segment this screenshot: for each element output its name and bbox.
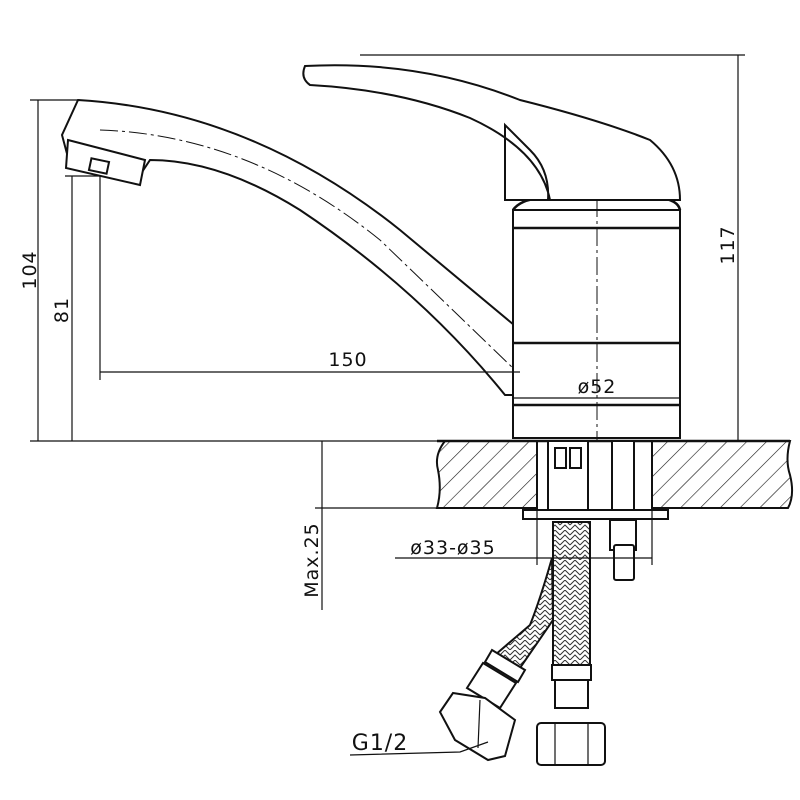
dim-81: 81 <box>51 297 73 323</box>
dim-104: 104 <box>19 250 41 289</box>
dim-hole: ø33-ø35 <box>410 537 495 559</box>
dimension-lines <box>30 54 745 756</box>
dim-thread: G1/2 <box>352 731 408 756</box>
dim-150: 150 <box>328 349 367 371</box>
spout <box>60 98 521 396</box>
hoses <box>438 521 606 766</box>
faucet-body <box>511 170 682 440</box>
dim-52: ø52 <box>578 376 617 398</box>
mounting-hardware <box>522 440 669 581</box>
dim-117: 117 <box>717 225 739 264</box>
countertop <box>435 439 794 509</box>
lever-handle <box>302 64 682 201</box>
dim-max25: Max.25 <box>301 522 323 598</box>
